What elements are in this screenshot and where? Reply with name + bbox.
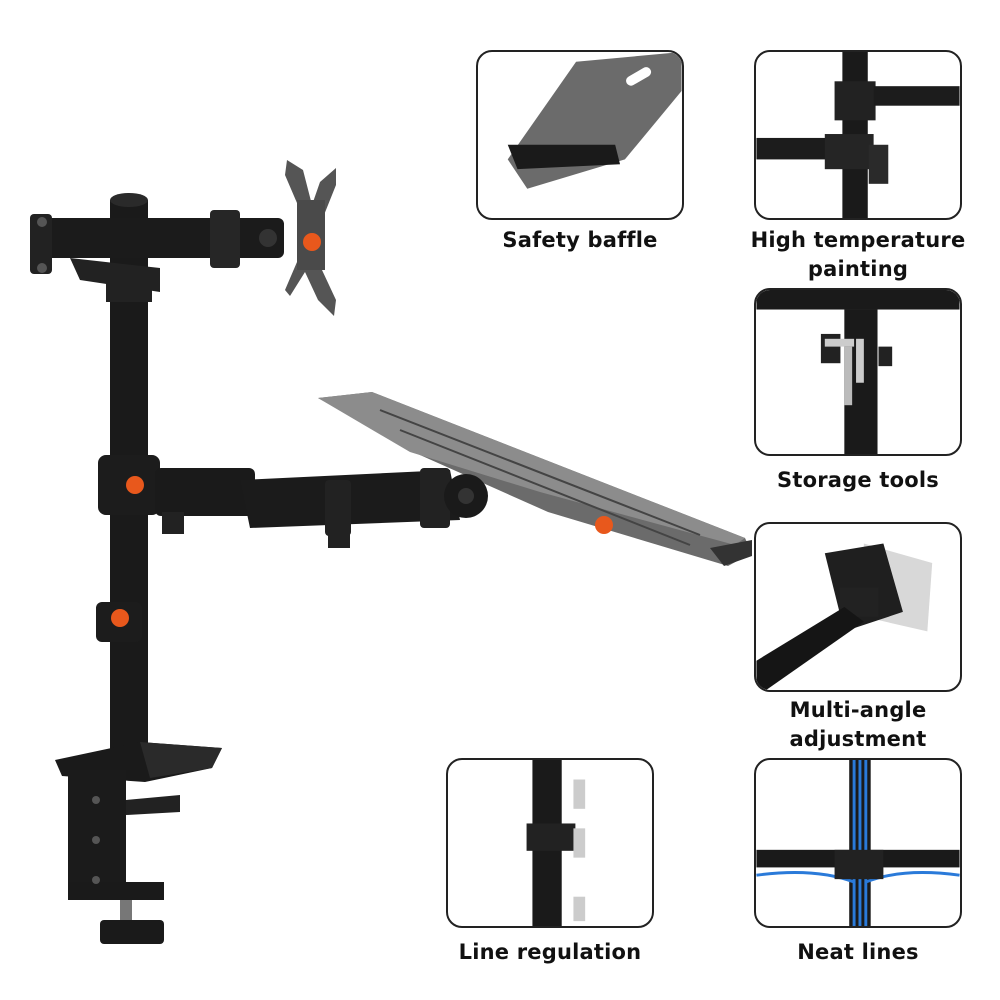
card-multi-angle-adjustment	[754, 522, 962, 692]
caption-safety-baffle: Safety baffle	[502, 228, 658, 252]
card-neat-lines	[754, 758, 962, 928]
lower-arm	[98, 455, 613, 548]
neat-lines-image	[756, 760, 960, 926]
multi-angle-adjustment-image	[756, 543, 933, 690]
card-safety-baffle	[476, 50, 684, 220]
high-temperature-painting-image	[756, 52, 960, 218]
safety-baffle-image	[507, 52, 682, 189]
caption-storage-tools: Storage tools	[777, 468, 939, 492]
desk-clamp	[55, 742, 222, 944]
storage-tools-image	[756, 290, 960, 454]
line-regulation-image	[526, 760, 586, 926]
caption-line-regulation: Line regulation	[458, 940, 642, 964]
vesa-plate	[285, 160, 336, 316]
upper-arm	[30, 210, 284, 292]
card-high-temperature-painting	[754, 50, 962, 220]
card-line-regulation	[446, 758, 654, 928]
caption-multi-angle-adjustment: Multi-angle adjustment	[789, 698, 927, 751]
caption-neat-lines: Neat lines	[797, 940, 919, 964]
caption-high-temperature-painting: High temperature painting	[750, 228, 966, 281]
laptop-tray	[318, 392, 752, 566]
card-storage-tools	[754, 288, 962, 456]
